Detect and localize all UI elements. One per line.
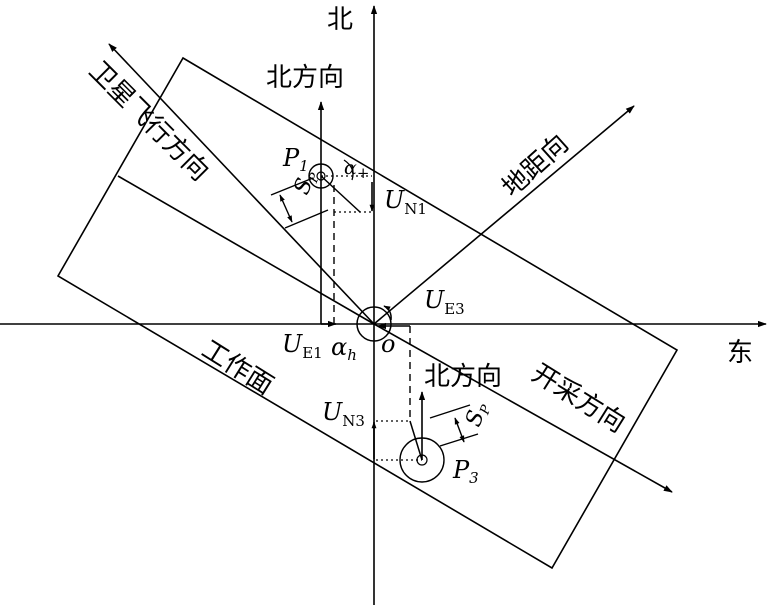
p3-label: P3 xyxy=(452,456,479,487)
p1-inner-circle xyxy=(316,171,326,181)
ground-range-direction-arrow xyxy=(373,105,635,325)
satellite-flight-direction-arrow xyxy=(108,43,375,325)
mining-direction-label: 开采方向 xyxy=(526,358,630,439)
origin-circle xyxy=(356,306,392,342)
alpha-top-arc xyxy=(343,159,354,181)
p3-sp-arrow xyxy=(454,417,465,443)
un3-label: UN3 xyxy=(322,398,365,430)
p3-sp-tick-lower xyxy=(439,433,479,447)
un1-label: UN1 xyxy=(384,186,427,218)
north-direction-label-bottom: 北方向 xyxy=(424,362,502,392)
p3-outer-circle xyxy=(399,437,445,483)
p1-sp-arrow xyxy=(279,194,293,223)
working-face-rectangle xyxy=(56,56,679,570)
p3-sp-tick-upper xyxy=(429,404,471,419)
north-direction-label-top: 北方向 xyxy=(266,63,344,93)
ue3-label: UE3 xyxy=(424,286,465,318)
p1-displacement-line xyxy=(320,175,361,213)
alpha-h-label: αh xyxy=(331,333,357,364)
p1-sp-tick-upper xyxy=(270,177,314,196)
north-axis-label: 北 xyxy=(327,5,353,35)
east-axis-label: 东 xyxy=(727,338,753,368)
working-face-label: 工作面 xyxy=(196,334,278,401)
ue1-label: UE1 xyxy=(282,330,323,362)
p3-sp-label: SP xyxy=(461,399,495,431)
alpha-top-label: α+ xyxy=(344,157,369,182)
mining-direction-arrow xyxy=(373,323,673,493)
p1-sp-tick-lower xyxy=(284,209,329,229)
p3-displacement-line xyxy=(409,420,423,461)
alpha-h-arc-arrow xyxy=(383,305,392,321)
p1-label: P1 xyxy=(282,144,309,175)
origin-label: o xyxy=(381,330,395,358)
satellite-flight-direction-label: 卫星飞行方向 xyxy=(83,56,215,188)
working-face-interior-line xyxy=(117,175,375,325)
